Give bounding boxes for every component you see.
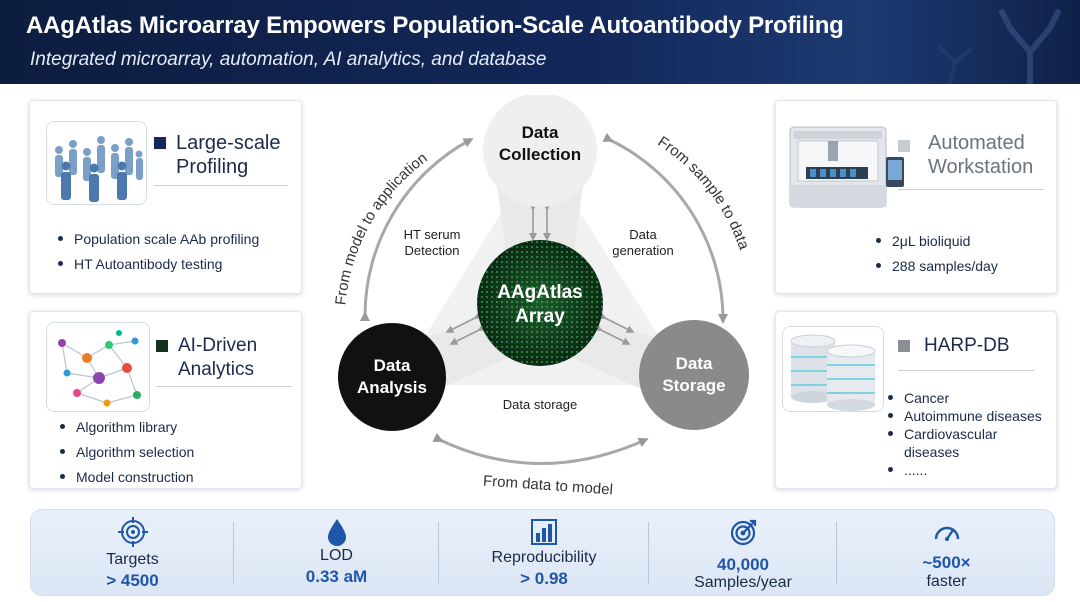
arrow-right (593, 323, 631, 345)
profiling-list: Population scale AAb profiling HT Autoan… (56, 230, 259, 273)
people-crowd-icon (55, 136, 143, 202)
stat-lod: LOD 0.33 aM (234, 510, 439, 597)
card-large-scale-profiling: Large-scale Profiling Population scale A… (29, 100, 302, 294)
node-data-storage: Data Storage (639, 320, 749, 430)
stat-value: 0.33 aM (305, 567, 368, 586)
label-ht-serum: HT serum (404, 227, 461, 242)
crowd-image (46, 121, 147, 205)
analytics-list: Algorithm library Algorithm selection Mo… (58, 418, 194, 486)
node-data-analysis: Data Analysis (338, 323, 446, 431)
card-ai-driven-analytics: AI-Driven Analytics Algorithm library Al… (29, 311, 302, 489)
heading-divider (898, 370, 1034, 371)
network-image (46, 322, 150, 412)
network-graph-icon (58, 330, 141, 407)
list-item: 2μL bioliquid (874, 232, 998, 250)
label-data: Data (629, 227, 657, 242)
svg-text:Analysis: Analysis (357, 378, 427, 397)
stat-reproducibility: Reproducibility > 0.98 (439, 510, 649, 597)
list-item: Autoimmune diseases (886, 407, 1056, 425)
list-item: 288 samples/day (874, 257, 998, 275)
card-heading: AI-Driven Analytics (178, 335, 258, 380)
heading-divider (154, 185, 288, 186)
list-item: Cardiovascular diseases (886, 425, 1056, 461)
arc-right-arrow (602, 132, 728, 324)
card-harp-db: HARP-DB Cancer Autoimmune diseases Cardi… (775, 311, 1057, 489)
heading-marker-icon (898, 340, 910, 352)
speedometer-icon (934, 526, 959, 541)
card-automated-workstation: Automated Workstation 2μL bioliquid 288 … (775, 100, 1057, 294)
svg-text:Storage: Storage (662, 376, 725, 395)
arc-left-arrow (359, 138, 474, 322)
list-item: Model construction (58, 468, 194, 486)
header-banner: AAgAtlas Microarray Empowers Population-… (0, 0, 1080, 84)
stat-label: LOD (320, 547, 353, 564)
workstation-list: 2μL bioliquid 288 samples/day (874, 232, 998, 275)
stat-value: ~500× (922, 553, 971, 572)
heading-divider (156, 386, 292, 387)
stat-divider (648, 522, 649, 584)
arc-bottom-arrow (432, 432, 649, 465)
stat-label: faster (926, 573, 967, 590)
stat-label: Targets (106, 551, 159, 568)
stat-value: > 0.98 (520, 569, 568, 588)
robot-workstation-icon (789, 126, 904, 208)
heading-marker-icon (154, 137, 166, 149)
svg-text:Array: Array (515, 306, 565, 327)
database-list: Cancer Autoimmune diseases Cardiovascula… (886, 389, 1056, 479)
stat-faster: ~500× faster (837, 510, 1056, 597)
droplet-icon (327, 519, 346, 546)
list-item: Population scale AAb profiling (56, 230, 259, 248)
stat-divider (836, 522, 837, 584)
stat-label: Samples/year (694, 574, 792, 591)
heading-marker-icon (898, 140, 910, 152)
stat-divider (233, 522, 234, 584)
arc-label-data-to-model: From data to model (482, 472, 613, 498)
stat-targets: Targets > 4500 (31, 510, 234, 597)
card-heading: HARP-DB (924, 335, 1010, 356)
label-generation: generation (612, 243, 673, 258)
list-item: HT Autoantibody testing (56, 255, 259, 273)
bullseye-icon (730, 519, 757, 546)
page-subtitle: Integrated microarray, automation, AI an… (30, 49, 547, 70)
heading-divider (898, 189, 1044, 190)
list-item: ...... (886, 461, 1056, 479)
stat-divider (438, 522, 439, 584)
page-title: AAgAtlas Microarray Empowers Population-… (26, 12, 844, 39)
database-image (782, 326, 884, 412)
node-aagatlas-array: AAgAtlas Array (477, 240, 603, 366)
list-item: Algorithm selection (58, 443, 194, 461)
svg-text:Data: Data (522, 123, 559, 142)
workflow-diagram: From model to application From sample to… (332, 95, 753, 499)
card-heading: Automated Workstation (928, 132, 1034, 178)
stat-value: 40,000 (717, 555, 769, 574)
list-item: Cancer (886, 389, 1056, 407)
stat-label: Reproducibility (491, 549, 597, 566)
svg-text:Collection: Collection (499, 145, 581, 164)
node-data-collection: Data Collection (483, 95, 597, 207)
svg-text:Data: Data (676, 354, 713, 373)
label-data-storage: Data storage (503, 397, 577, 412)
svg-text:Data: Data (374, 356, 411, 375)
stat-value: > 4500 (106, 571, 159, 590)
stats-bar: Targets > 4500 LOD 0.33 aM Reproducibili… (30, 509, 1055, 596)
antibody-decoration-icon (938, 9, 1061, 84)
target-icon (117, 517, 148, 547)
card-heading: Large-scale Profiling (176, 132, 281, 178)
workstation-image (788, 123, 906, 215)
database-cylinders-icon (790, 334, 876, 411)
stat-samples: 40,000 Samples/year (649, 510, 837, 597)
arrow-left (449, 323, 487, 345)
svg-text:AAgAtlas: AAgAtlas (497, 282, 583, 303)
bar-chart-icon (531, 519, 557, 545)
label-detection: Detection (405, 243, 460, 258)
list-item: Algorithm library (58, 418, 194, 436)
heading-marker-icon (156, 340, 168, 352)
